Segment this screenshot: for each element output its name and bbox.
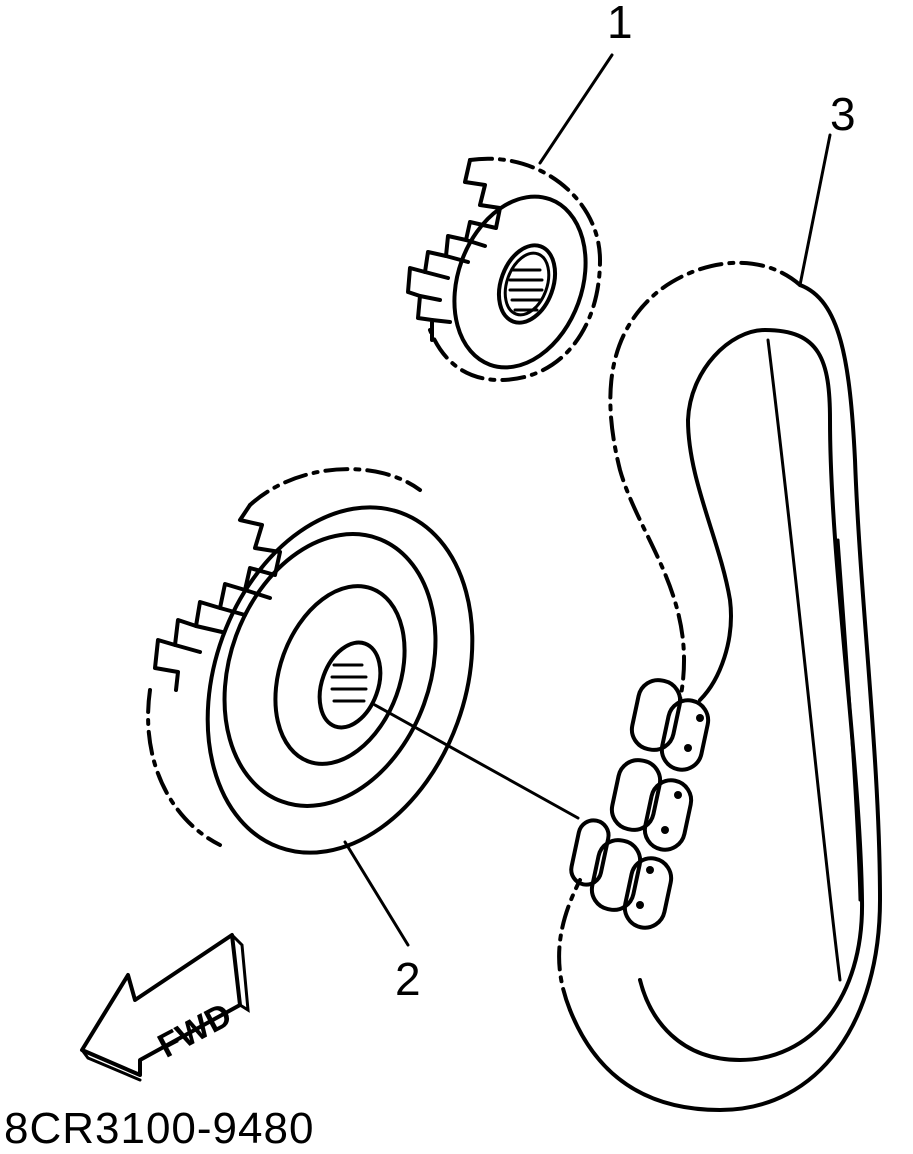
callout-label-2: 2 [395,953,421,1005]
arrow-left-icon [80,933,242,1077]
diagram-part-number: 8CR3100-9480 [4,1104,315,1153]
drive-chain-part-3 [557,260,882,1112]
large-sprocket-part-2 [146,467,475,855]
callout-label-3: 3 [830,88,856,140]
leader-lines [343,53,832,947]
callout-label-1: 1 [607,0,633,48]
fwd-label: FWD [152,996,238,1066]
small-sprocket-part-1 [406,156,603,383]
fwd-direction-arrow: FWD [80,933,250,1082]
